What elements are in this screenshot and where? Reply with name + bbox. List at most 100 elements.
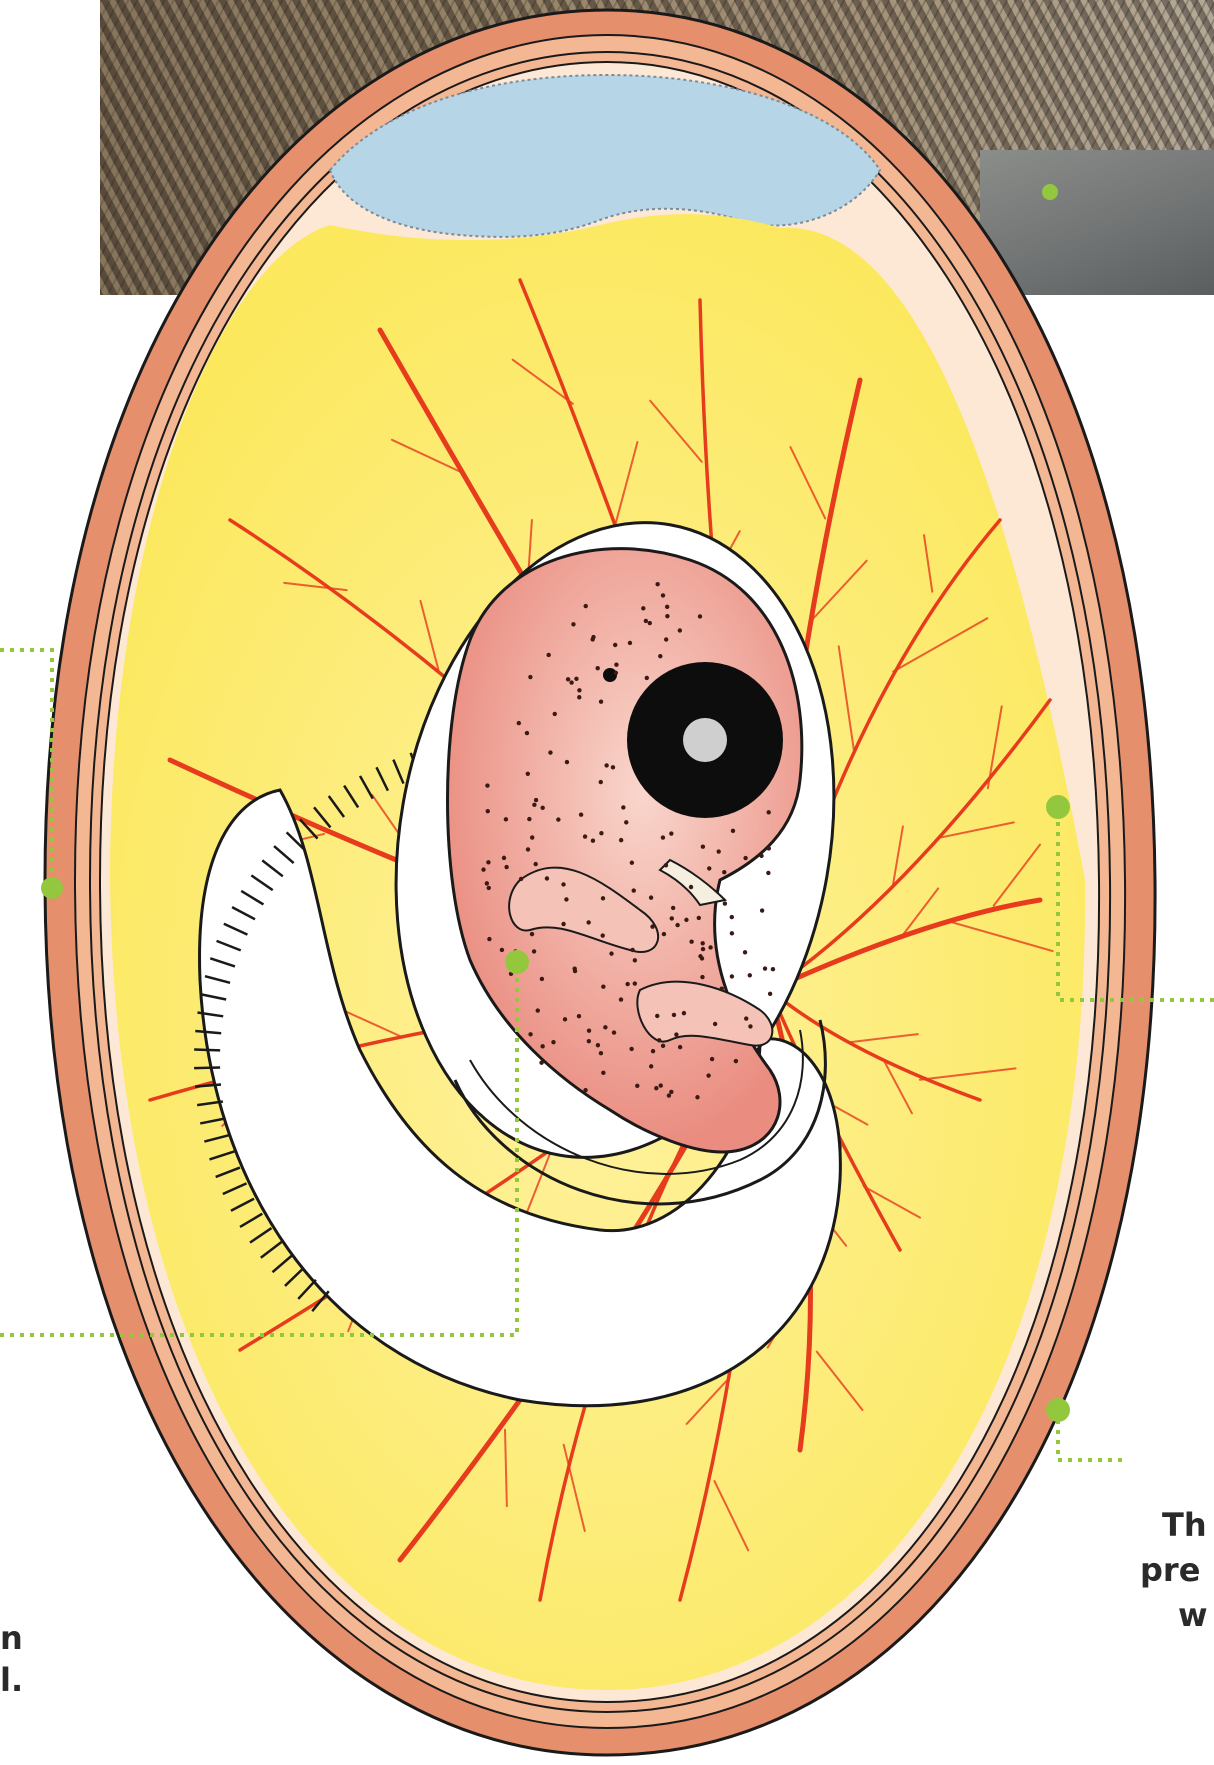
stipple-dot: [678, 1045, 682, 1049]
stipple-dot: [674, 1032, 678, 1036]
label-bottom-right-line-3: w: [1178, 1595, 1208, 1635]
stipple-dot: [651, 1049, 655, 1053]
stipple-dot: [536, 1008, 540, 1012]
stipple-dot: [584, 604, 588, 608]
stipple-dot: [612, 1030, 616, 1034]
stipple-dot: [604, 763, 608, 767]
stipple-dot: [763, 966, 767, 970]
stipple-dot: [625, 982, 629, 986]
stipple-dot: [734, 1059, 738, 1063]
stipple-dot: [716, 849, 720, 853]
stipple-dot: [500, 948, 504, 952]
stipple-dot: [561, 882, 565, 886]
stipple-dot: [487, 937, 491, 941]
stipple-dot: [730, 931, 734, 935]
stipple-dot: [572, 967, 576, 971]
stipple-dot: [577, 1014, 581, 1018]
stipple-dot: [533, 862, 537, 866]
stipple-dot: [601, 1071, 605, 1075]
stipple-dot: [650, 924, 654, 928]
stipple-dot: [530, 932, 534, 936]
stipple-dot: [661, 1044, 665, 1048]
stipple-dot: [540, 806, 544, 810]
stipple-dot: [619, 997, 623, 1001]
stipple-dot: [671, 906, 675, 910]
stipple-dot: [713, 1022, 717, 1026]
embryo-leader-dot: [505, 950, 529, 974]
stipple-dot: [553, 712, 557, 716]
stipple-dot: [596, 1043, 600, 1047]
stipple-dot: [710, 1057, 714, 1061]
stipple-dot: [545, 876, 549, 880]
stipple-dot: [534, 798, 538, 802]
stipple-dot: [526, 772, 530, 776]
stipple-dot: [661, 835, 665, 839]
stipple-dot: [530, 835, 534, 839]
stipple-dot: [659, 1083, 663, 1087]
stipple-dot: [599, 831, 603, 835]
stipple-dot: [697, 916, 701, 920]
stipple-dot: [504, 865, 508, 869]
stipple-dot: [540, 1044, 544, 1048]
stipple-dot: [519, 877, 523, 881]
stipple-dot: [532, 949, 536, 953]
stipple-dot: [662, 932, 666, 936]
stipple-dot: [613, 643, 617, 647]
stipple-dot: [569, 680, 573, 684]
stipple-dot: [601, 985, 605, 989]
stipple-dot: [591, 839, 595, 843]
stipple-dot: [670, 916, 674, 920]
stipple-dot: [485, 783, 489, 787]
stipple-dot: [760, 908, 764, 912]
stipple-dot: [644, 619, 648, 623]
stipple-dot: [614, 671, 618, 675]
stipple-dot: [748, 973, 752, 977]
stipple-dot: [766, 871, 770, 875]
stipple-dot: [648, 621, 652, 625]
stipple-dot: [706, 1073, 710, 1077]
stipple-dot: [574, 677, 578, 681]
stipple-dot: [684, 918, 688, 922]
stipple-dot: [743, 856, 747, 860]
stipple-dot: [481, 867, 485, 871]
stipple-dot: [614, 662, 618, 666]
stipple-dot: [664, 637, 668, 641]
label-bottom-left-line-1: n: [0, 1618, 23, 1658]
stipple-dot: [599, 1051, 603, 1055]
stipple-dot: [539, 1061, 543, 1065]
stipple-dot: [698, 614, 702, 618]
membrane-leader-line: [1058, 1410, 1122, 1460]
stipple-dot: [689, 939, 693, 943]
label-bottom-right-line-1: Th: [1162, 1505, 1207, 1545]
stipple-dot: [566, 677, 570, 681]
stipple-dot: [485, 881, 489, 885]
stipple-dot: [723, 901, 727, 905]
stipple-dot: [528, 675, 532, 679]
stipple-dot: [571, 622, 575, 626]
stipple-dot: [667, 1093, 671, 1097]
stipple-dot: [611, 765, 615, 769]
stipple-dot: [532, 803, 536, 807]
stipple-dot: [701, 947, 705, 951]
stipple-dot: [682, 1011, 686, 1015]
stipple-dot: [587, 1028, 591, 1032]
stipple-dot: [525, 731, 529, 735]
stipple-dot: [621, 805, 625, 809]
stipple-dot: [577, 688, 581, 692]
stipple-dot: [658, 654, 662, 658]
stipple-dot: [645, 676, 649, 680]
stipple-dot: [595, 666, 599, 670]
stipple-dot: [540, 977, 544, 981]
stipple-dot: [768, 992, 772, 996]
stipple-dot: [767, 846, 771, 850]
stipple-dot: [601, 933, 605, 937]
stipple-dot: [701, 941, 705, 945]
stipple-dot: [669, 1090, 673, 1094]
stipple-dot: [657, 1038, 661, 1042]
stipple-dot: [661, 593, 665, 597]
membrane-leader-dot: [1046, 1398, 1070, 1422]
stipple-dot: [771, 967, 775, 971]
stipple-dot: [700, 956, 704, 960]
stipple-dot: [587, 1039, 591, 1043]
